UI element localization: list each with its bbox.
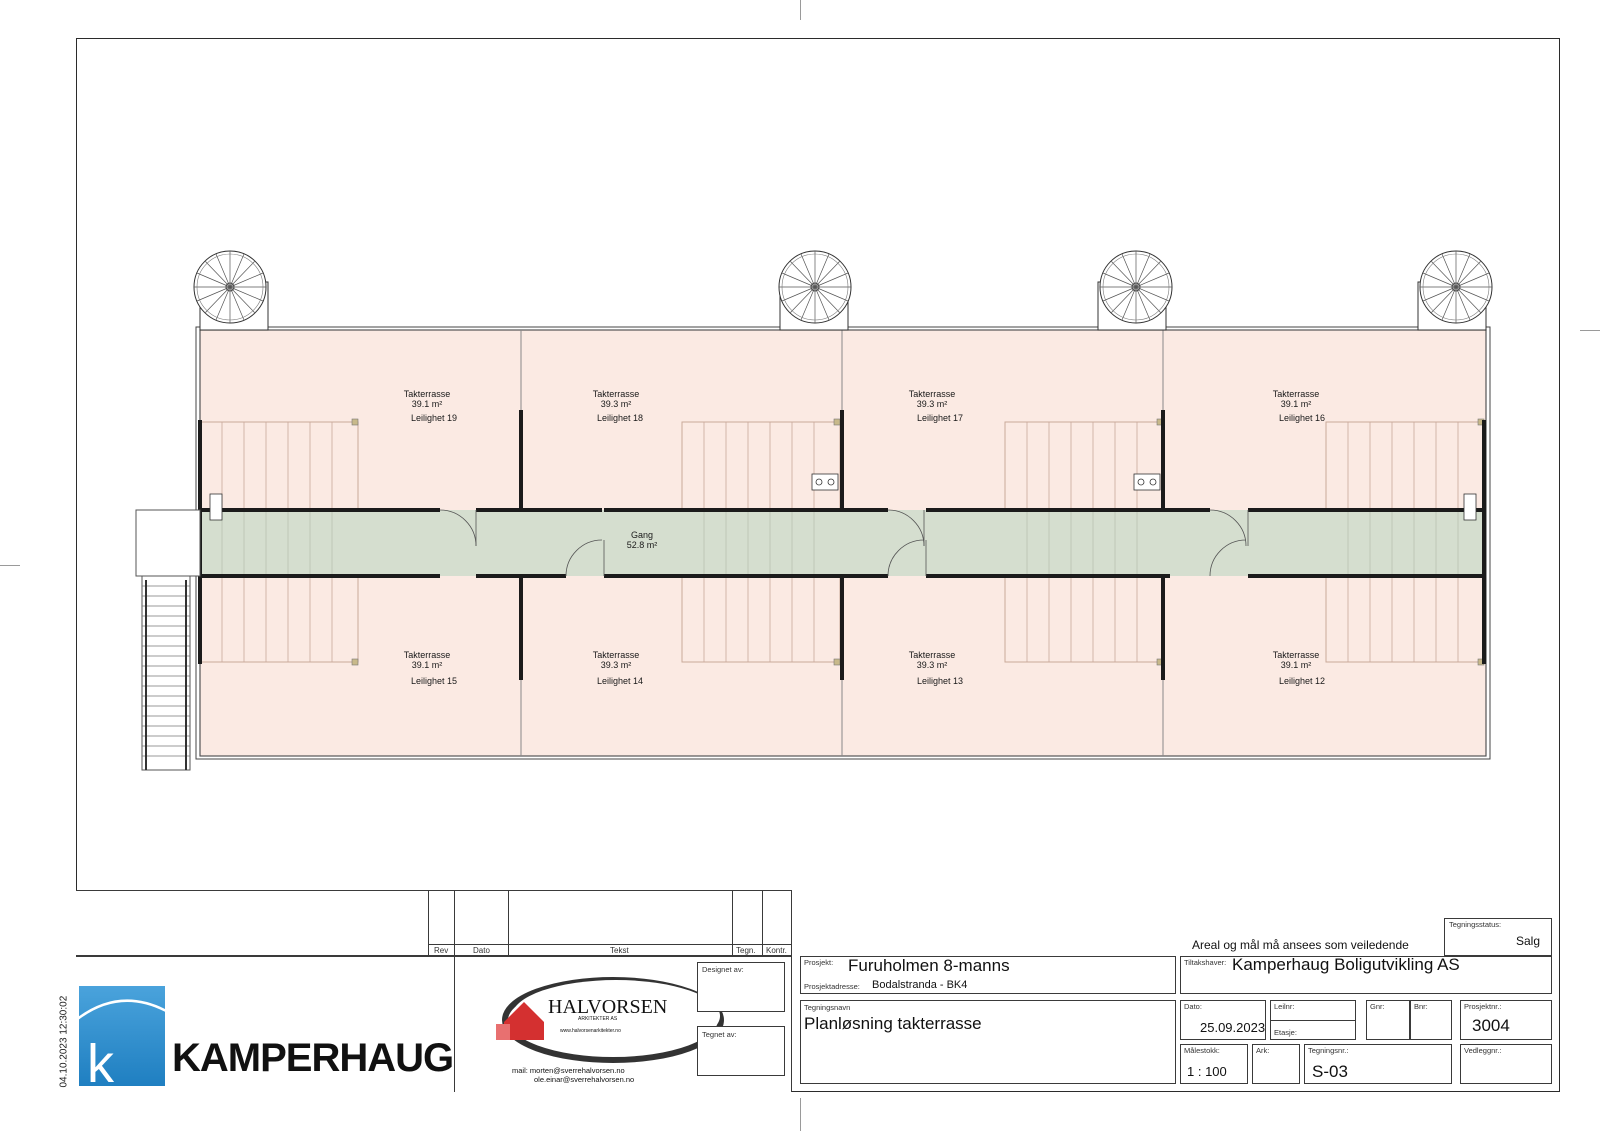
- project-address: Bodalstranda - BK4: [872, 979, 968, 991]
- project-box: [800, 956, 1176, 994]
- owner-name: Kamperhaug Boligutvikling AS: [1232, 955, 1460, 974]
- client-logo-text: KAMPERHAUG: [172, 1036, 454, 1080]
- unit-12-area: 39.1 m²: [1281, 660, 1312, 670]
- crop-mark: [1580, 330, 1600, 331]
- prosjektnr-value: 3004: [1472, 1016, 1510, 1035]
- svg-text:k: k: [87, 1034, 115, 1086]
- unit-16-area: 39.1 m²: [1281, 399, 1312, 409]
- unit-13-name: Leilighet 13: [917, 676, 963, 686]
- architect-sub: ARKITEKTER AS: [578, 1016, 618, 1022]
- area-notice: Areal og mål må ansees som veiledende: [1192, 938, 1409, 952]
- halvorsen-logo: [496, 977, 724, 1063]
- designer-box: [697, 962, 785, 1012]
- unit-15-area: 39.1 m²: [412, 660, 443, 670]
- dato-value: 25.09.2023: [1200, 1020, 1266, 1035]
- status-value: Salg: [1516, 934, 1541, 948]
- contact-mail-1: mail: morten@sverrehalvorsen.no: [512, 1066, 625, 1075]
- crop-mark: [800, 0, 801, 20]
- drawn-by-box: [697, 1026, 785, 1076]
- leilnr-label: Leilnr:: [1274, 1002, 1295, 1011]
- house-icon: [504, 1002, 544, 1040]
- spiral-stair-icon: [193, 250, 1493, 331]
- project-name: Furuholmen 8-manns: [848, 956, 1010, 975]
- ark-label: Ark:: [1256, 1046, 1270, 1055]
- architect-logo-text: HALVORSEN: [548, 996, 668, 1018]
- malestokk-label: Målestokk:: [1184, 1046, 1220, 1055]
- drawing-label: Tegningsnavn: [804, 1003, 851, 1012]
- unit-14-name: Leilighet 14: [597, 676, 643, 686]
- unit-15-name: Leilighet 15: [411, 676, 457, 686]
- corridor-label: Gang: [631, 530, 653, 540]
- floor-plan: Takterrasse 39.1 m² Leilighet 19 Takterr…: [135, 250, 1493, 771]
- revision-table: [76, 890, 792, 956]
- unit-18-area: 39.3 m²: [601, 399, 632, 409]
- status-box: [1444, 918, 1552, 956]
- tegningsnr-value: S-03: [1312, 1062, 1348, 1081]
- unit-15-label: Takterrasse: [404, 650, 451, 660]
- malestokk-value: 1 : 100: [1187, 1064, 1227, 1079]
- tegningsnr-label: Tegningsnr.:: [1308, 1046, 1349, 1055]
- bnr-label: Bnr:: [1414, 1002, 1428, 1011]
- drawing-frame: [76, 38, 1560, 1092]
- architect-url: www.halvorsenarkitekter.no: [560, 1028, 621, 1034]
- status-label: Tegningsstatus:: [1449, 920, 1502, 929]
- address-label: Prosjektadresse:: [804, 982, 860, 991]
- unit-17-name: Leilighet 17: [917, 413, 963, 423]
- unit-13-label: Takterrasse: [909, 650, 956, 660]
- project-label: Prosjekt:: [804, 958, 834, 967]
- unit-12-name: Leilighet 12: [1279, 676, 1325, 686]
- owner-box: [1180, 956, 1552, 994]
- unit-14-label: Takterrasse: [593, 650, 640, 660]
- unit-19-label: Takterrasse: [404, 389, 451, 399]
- unit-19-area: 39.1 m²: [412, 399, 443, 409]
- drawing-name-box: [800, 1000, 1176, 1084]
- unit-13-area: 39.3 m²: [917, 660, 948, 670]
- unit-17-area: 39.3 m²: [917, 399, 948, 409]
- kontr-header: Kontr.: [766, 946, 787, 955]
- gnr-label: Gnr:: [1370, 1002, 1385, 1011]
- unit-16-label: Takterrasse: [1273, 389, 1320, 399]
- unit-14-area: 39.3 m²: [601, 660, 632, 670]
- unit-19-name: Leilighet 19: [411, 413, 457, 423]
- k-logo-icon: k: [79, 986, 165, 1086]
- unit-18-label: Takterrasse: [593, 389, 640, 399]
- crop-mark: [800, 1098, 801, 1131]
- drawing-name: Planløsning takterrasse: [804, 1014, 982, 1033]
- vedleggnr-label: Vedleggnr.:: [1464, 1046, 1502, 1055]
- unit-18-name: Leilighet 18: [597, 413, 643, 423]
- tegnet-label: Tegnet av:: [702, 1030, 737, 1039]
- unit-17-label: Takterrasse: [909, 389, 956, 399]
- tegn-header: Tegn.: [736, 946, 756, 955]
- title-block: Rev Dato Tekst Tegn. Kontr. k KAMPERHAUG…: [76, 890, 1560, 1092]
- etasje-label: Etasje:: [1274, 1028, 1297, 1037]
- print-timestamp: 04.10.2023 12:30:02: [58, 995, 70, 1088]
- tekst-header: Tekst: [610, 946, 629, 955]
- unit-16-name: Leilighet 16: [1279, 413, 1325, 423]
- prosjektnr-label: Prosjektnr.:: [1464, 1002, 1502, 1011]
- contact-mail-2: ole.einar@sverrehalvorsen.no: [534, 1075, 635, 1084]
- owner-label: Tiltakshaver:: [1184, 958, 1227, 967]
- designet-label: Designet av:: [702, 965, 744, 974]
- dato-header: Dato: [473, 946, 490, 955]
- crop-mark: [0, 565, 20, 566]
- rev-header: Rev: [434, 946, 449, 955]
- corridor-area: 52.8 m²: [627, 540, 658, 550]
- unit-12-label: Takterrasse: [1273, 650, 1320, 660]
- dato-label: Dato:: [1184, 1002, 1202, 1011]
